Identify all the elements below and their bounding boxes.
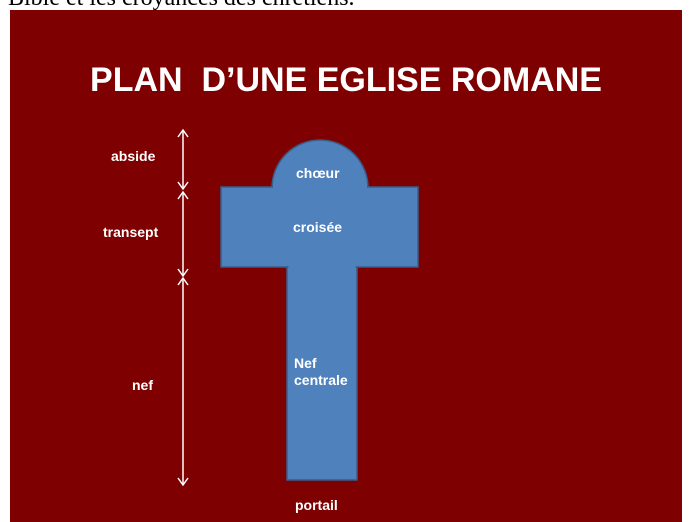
- choeur-label: chœur: [296, 165, 340, 181]
- nef-centrale-label-line1: Nef: [294, 355, 317, 371]
- cropped-caption-text: Bible et les croyances des chrétiens.: [8, 0, 684, 10]
- slide: PLAN D’UNE EGLISE ROMANE: [10, 10, 682, 522]
- abside-label: abside: [111, 148, 156, 164]
- croisee-label: croisée: [293, 219, 343, 235]
- church-plan-diagram: [177, 128, 419, 487]
- nef-label: nef: [132, 377, 153, 393]
- transept-double-arrow: [177, 190, 189, 278]
- nef-double-arrow: [177, 276, 189, 487]
- transept-shape: [220, 186, 419, 268]
- abside-double-arrow: [177, 128, 189, 191]
- transept-label: transept: [103, 224, 159, 240]
- portail-label: portail: [295, 497, 338, 513]
- choeur-apse-shape: [271, 139, 369, 191]
- slide-title: PLAN D’UNE EGLISE ROMANE: [90, 61, 602, 99]
- nef-centrale-label-line2: centrale: [294, 372, 348, 388]
